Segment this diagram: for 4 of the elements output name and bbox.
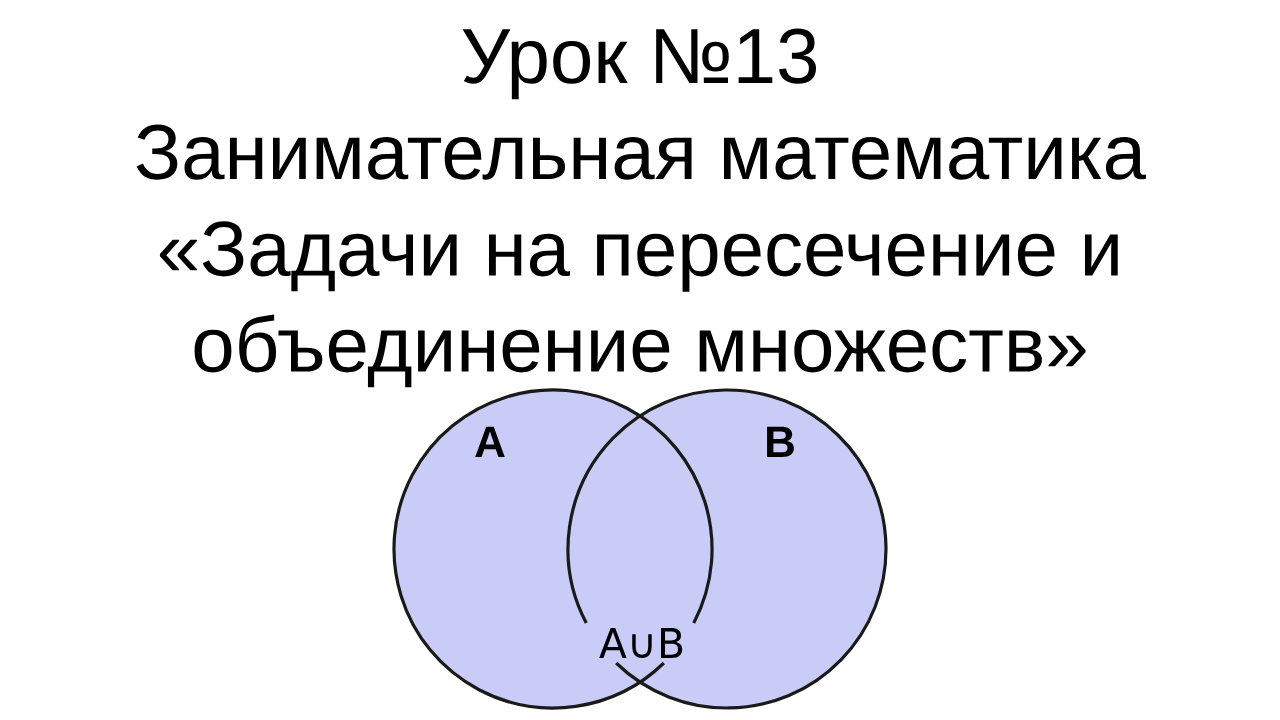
subtitle: «Задачи на пересечение и объединение множеств» (159, 221, 1118, 388)
title: Урок №13 (462, 28, 816, 100)
set-label: A∪B (599, 628, 683, 658)
subtitle: Занимательная математика (136, 124, 1146, 180)
